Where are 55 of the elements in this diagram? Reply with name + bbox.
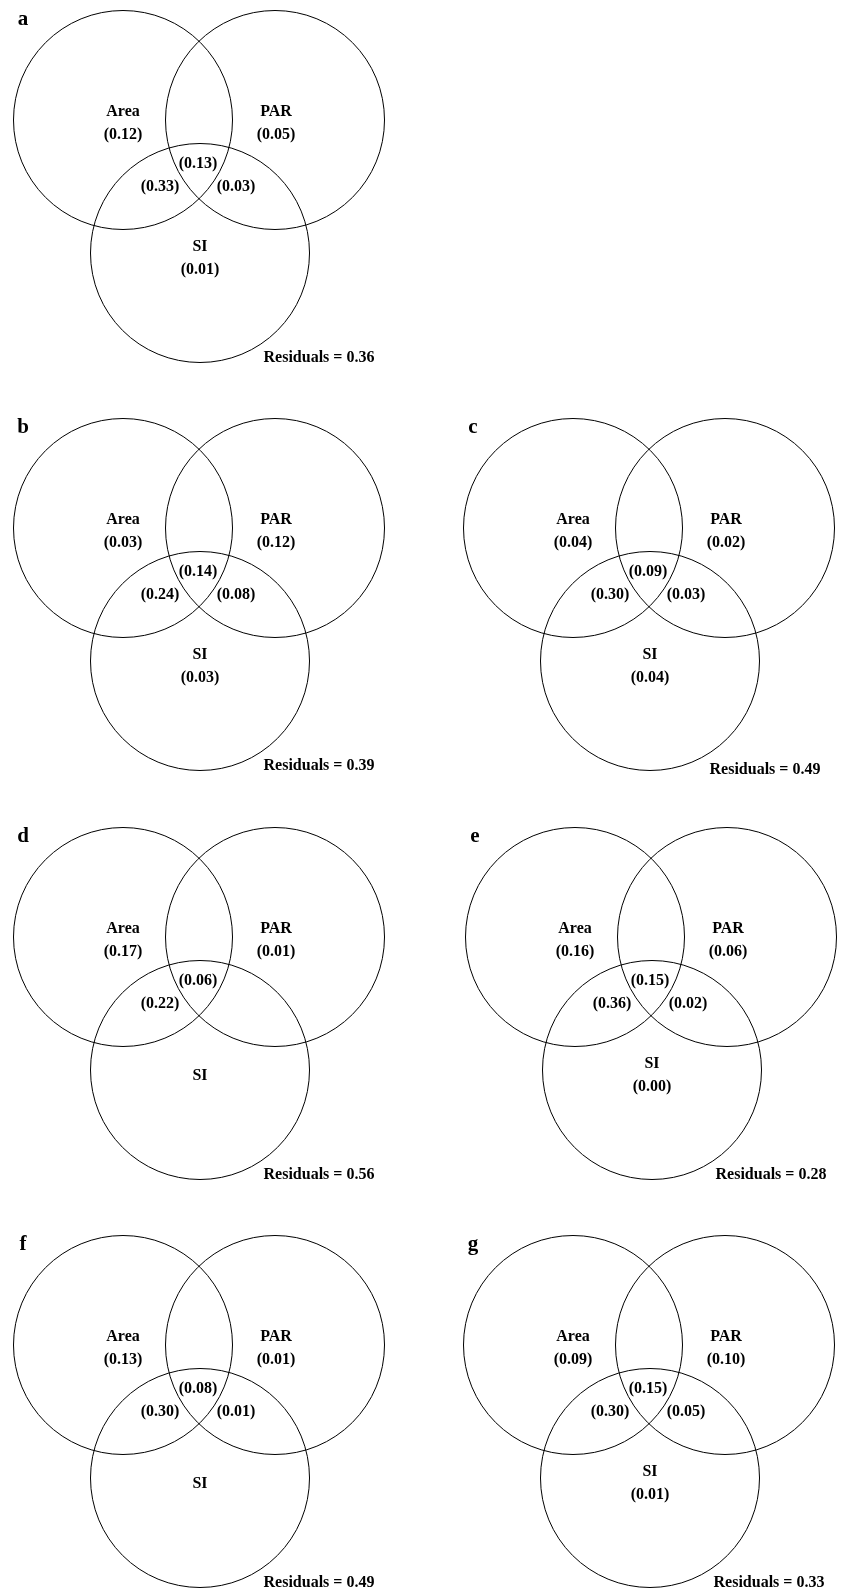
overlap-value: (0.33) — [140, 178, 180, 194]
circle-label: Area (0.09) — [552, 1326, 594, 1370]
overlap-value: (0.05) — [666, 1403, 706, 1419]
overlap-value: (0.30) — [140, 1403, 180, 1419]
circle-label: PAR (0.06) — [707, 918, 749, 962]
panel-letter: g — [467, 1232, 479, 1254]
circle-label: PAR (0.01) — [255, 1326, 297, 1370]
overlap-value: (0.09) — [628, 563, 668, 579]
circle-label: PAR (0.12) — [255, 509, 297, 553]
overlap-value: (0.22) — [140, 995, 180, 1011]
circle-label: SI — [191, 1064, 209, 1085]
circle-label: Area (0.12) — [102, 101, 144, 145]
panel-letter: b — [17, 415, 29, 437]
residuals-text: Residuals = 0.39 — [263, 757, 375, 773]
overlap-value: (0.06) — [178, 972, 218, 988]
circle-label: SI — [191, 1472, 209, 1493]
overlap-value: (0.24) — [140, 586, 180, 602]
overlap-value: (0.30) — [590, 1403, 630, 1419]
circle-label: Area (0.13) — [102, 1326, 144, 1370]
circle-label: PAR (0.01) — [255, 918, 297, 962]
overlap-value: (0.14) — [178, 563, 218, 579]
circle-label: SI (0.04) — [629, 644, 671, 688]
overlap-value: (0.08) — [216, 586, 256, 602]
panel-letter: f — [19, 1232, 27, 1254]
overlap-value: (0.36) — [592, 995, 632, 1011]
panel-letter: c — [468, 415, 478, 437]
overlap-value: (0.08) — [178, 1380, 218, 1396]
residuals-text: Residuals = 0.49 — [263, 1574, 375, 1590]
overlap-value: (0.15) — [630, 972, 670, 988]
overlap-value: (0.02) — [668, 995, 708, 1011]
overlap-value: (0.03) — [666, 586, 706, 602]
overlap-value: (0.15) — [628, 1380, 668, 1396]
circle-label: Area (0.03) — [102, 509, 144, 553]
circle-label: SI (0.01) — [179, 236, 221, 280]
overlap-value: (0.03) — [216, 178, 256, 194]
circle-label: Area (0.17) — [102, 918, 144, 962]
circle-label: PAR (0.02) — [705, 509, 747, 553]
circle-label: PAR (0.10) — [705, 1326, 747, 1370]
overlap-value: (0.13) — [178, 155, 218, 171]
panel-letter: d — [17, 824, 29, 846]
residuals-text: Residuals = 0.28 — [715, 1166, 827, 1182]
circle-label: Area (0.04) — [552, 509, 594, 553]
circle-label: Area (0.16) — [554, 918, 596, 962]
circle-label: PAR (0.05) — [255, 101, 297, 145]
panel-letter: e — [470, 824, 480, 846]
residuals-text: Residuals = 0.49 — [709, 761, 821, 777]
residuals-text: Residuals = 0.33 — [713, 1574, 825, 1590]
residuals-text: Residuals = 0.36 — [263, 349, 375, 365]
residuals-text: Residuals = 0.56 — [263, 1166, 375, 1182]
overlap-value: (0.30) — [590, 586, 630, 602]
circle-label: SI (0.03) — [179, 644, 221, 688]
circle-label: SI (0.00) — [631, 1053, 673, 1097]
panel-letter: a — [17, 7, 29, 29]
overlap-value: (0.01) — [216, 1403, 256, 1419]
circle-label: SI (0.01) — [629, 1461, 671, 1505]
